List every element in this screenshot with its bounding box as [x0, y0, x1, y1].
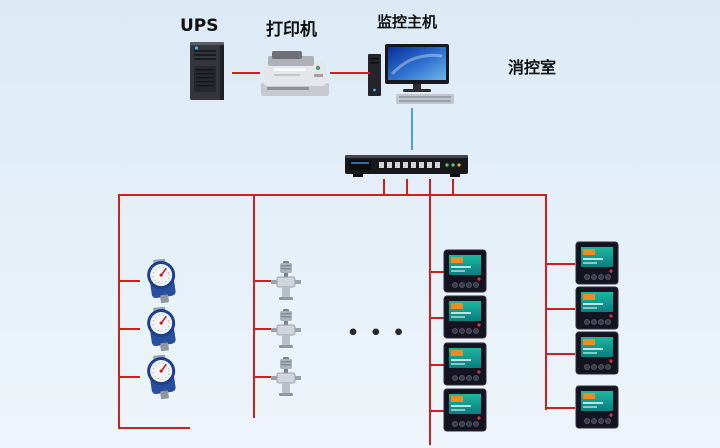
power-meter-icon [443, 249, 487, 293]
power-meter-icon [575, 331, 619, 375]
stub-power-meter-inner-1 [431, 271, 445, 273]
stub-power-meter-outer-3 [547, 353, 575, 355]
connector-printer-host [330, 72, 370, 74]
branch-line-middle [253, 194, 255, 418]
printer-icon [258, 50, 332, 100]
water-meter-icon [138, 307, 186, 351]
switch-drop-line-3 [452, 179, 454, 196]
water-meter-icon [138, 259, 186, 303]
stub-power-meter-outer-1 [547, 263, 575, 265]
valve-icon [271, 357, 301, 397]
stub-valve-3 [255, 376, 273, 378]
monitoring-host-label: 监控主机 [377, 13, 438, 31]
monitoring-host-icon [368, 44, 460, 106]
stub-power-meter-outer-4 [547, 407, 575, 409]
network-switch-icon [343, 150, 470, 180]
ellipsis-more-devices: • • • [347, 322, 407, 344]
stub-power-meter-outer-2 [547, 308, 575, 310]
power-meter-icon [575, 286, 619, 330]
stub-power-meter-inner-2 [431, 317, 445, 319]
stub-water-meter-1 [120, 280, 140, 282]
valve-icon [271, 309, 301, 349]
stub-water-meter-2 [120, 328, 140, 330]
power-meter-icon [443, 342, 487, 386]
connector-ups-printer [232, 72, 260, 74]
ups-label: UPS [180, 16, 219, 36]
stub-power-meter-inner-4 [431, 410, 445, 412]
power-meter-icon [443, 388, 487, 432]
ups-icon [182, 42, 232, 102]
fire-control-room-label: 消控室 [508, 58, 557, 77]
stub-valve-1 [255, 280, 273, 282]
stub-valve-2 [255, 328, 273, 330]
power-meter-icon [443, 295, 487, 339]
power-meter-icon [575, 385, 619, 429]
valve-icon [271, 261, 301, 301]
power-meter-icon [575, 241, 619, 285]
stub-water-meter-3 [120, 376, 140, 378]
switch-drop-line-1 [383, 179, 385, 196]
branch-line-inner-right [429, 179, 431, 445]
branch-line-left [118, 194, 120, 429]
branch-line-outer-right [545, 194, 547, 410]
connector-host-switch [411, 108, 413, 150]
branch-left-bottom-stub [118, 427, 190, 429]
stub-power-meter-inner-3 [431, 364, 445, 366]
bus-line [118, 194, 547, 196]
printer-label: 打印机 [266, 20, 317, 40]
switch-drop-line-2 [406, 179, 408, 196]
water-meter-icon [138, 355, 186, 399]
